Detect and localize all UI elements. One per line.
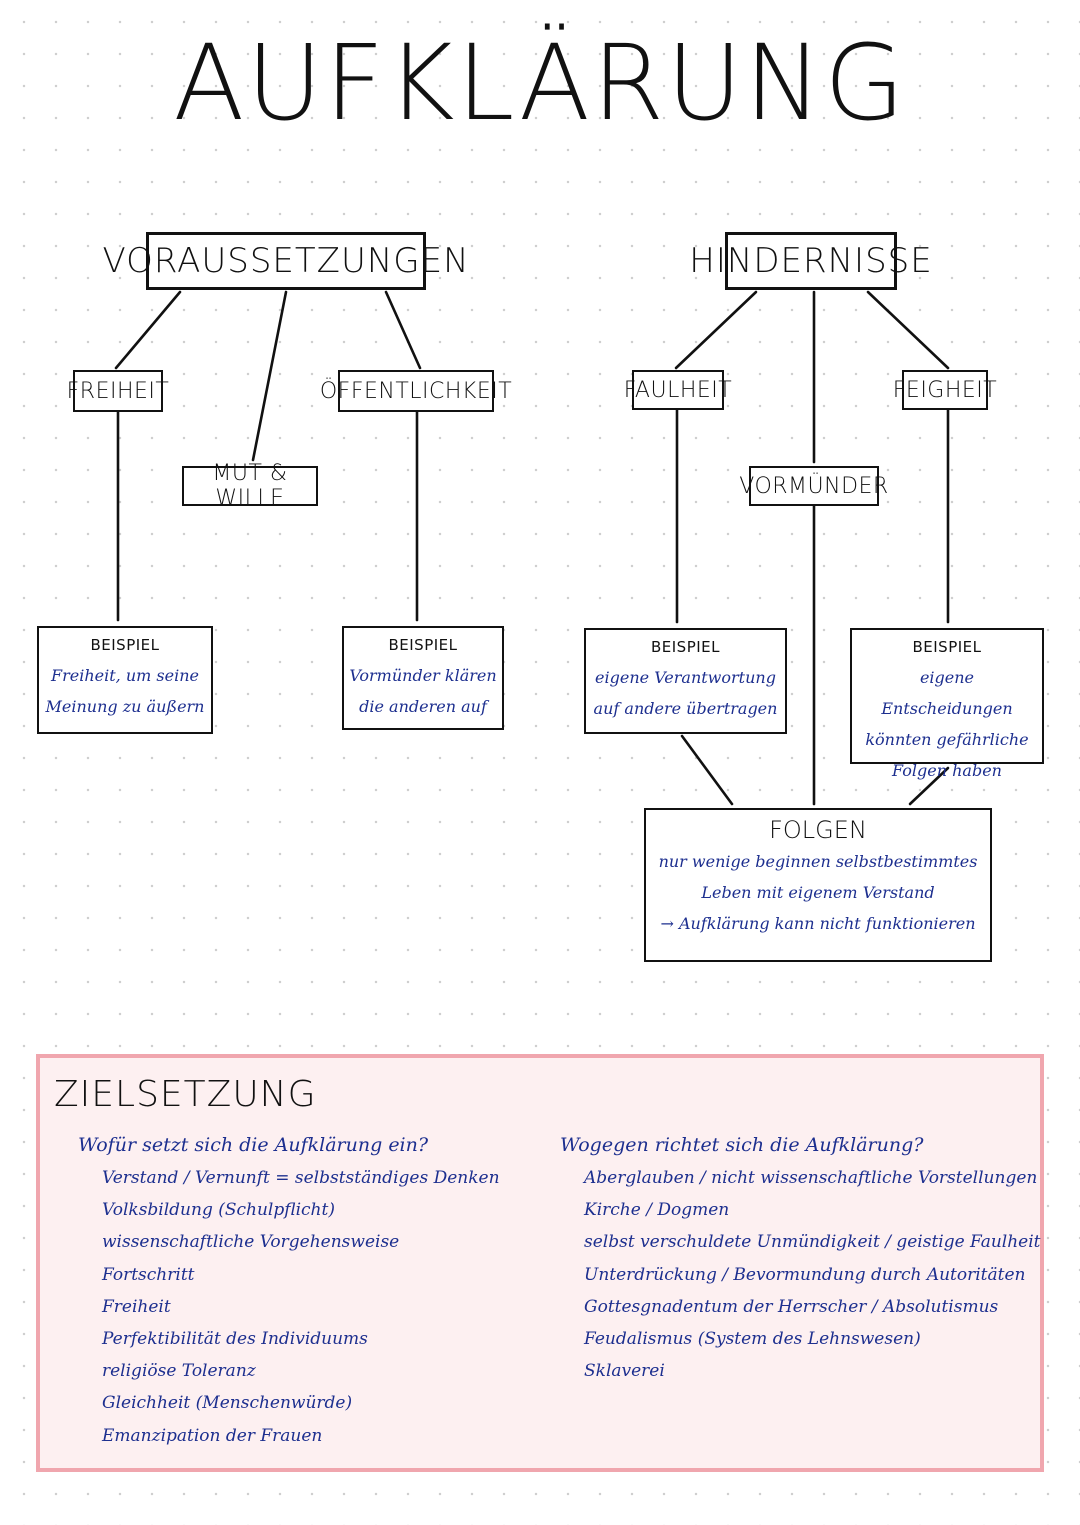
folgen-line: nur wenige beginnen selbstbestimmtes <box>658 852 978 871</box>
oeffentlichkeit-example-box: BEISPIEL Vormünder klären die anderen au… <box>342 626 504 730</box>
list-item: Unterdrückung / Bevormundung durch Autor… <box>584 1264 1026 1285</box>
mut-wille-label: MUT & WILLE <box>212 461 288 511</box>
faulheit-example-head: BEISPIEL <box>650 638 721 656</box>
freiheit-label: FREIHEIT <box>66 378 170 404</box>
oeffentlichkeit-box: ÖFFENTLICHKEIT <box>320 370 512 412</box>
list-item: Emanzipation der Frauen <box>102 1425 323 1446</box>
left-list: Verstand / Vernunft = selbstständiges De… <box>78 1162 500 1452</box>
list-item: wissenschaftliche Vorgehensweise <box>102 1232 400 1253</box>
freiheit-box: FREIHEIT <box>67 370 169 412</box>
vormuender-label: VORMÜNDER <box>739 473 889 499</box>
right-list: Aberglauben / nicht wissenschaftliche Vo… <box>560 1162 1041 1387</box>
line-hin-faulheit <box>674 290 758 370</box>
list-item: Gleichheit (Menschenwürde) <box>102 1393 353 1414</box>
mut-wille-box: MUT & WILLE <box>182 461 318 511</box>
oeffentlichkeit-example-line: Vormünder klären <box>349 666 497 685</box>
zielsetzung-panel: ZIELSETZUNG Wofür setzt sich die Aufklär… <box>36 1054 1044 1472</box>
folgen-box: FOLGEN nur wenige beginnen selbstbestimm… <box>644 808 992 962</box>
freiheit-example-head: BEISPIEL <box>90 636 160 654</box>
list-item: Aberglauben / nicht wissenschaftliche Vo… <box>584 1168 1038 1188</box>
faulheit-box: FAULHEIT <box>624 370 732 410</box>
faulheit-example-line: eigene Verantwortung <box>595 668 776 687</box>
oeffentlichkeit-label: ÖFFENTLICHKEIT <box>319 378 513 404</box>
freiheit-example-line: Freiheit, um seine <box>51 666 199 685</box>
feigheit-example-line: könnten gefährliche <box>865 730 1029 749</box>
zielsetzung-right-column: Wogegen richtet sich die Aufklärung? Abe… <box>560 1134 1041 1387</box>
list-item: Kirche / Dogmen <box>584 1200 730 1221</box>
faulheit-example-line: auf andere übertragen <box>593 699 778 718</box>
freiheit-example-box: BEISPIEL Freiheit, um seine Meinung zu ä… <box>37 626 213 734</box>
oeffentlichkeit-example-head: BEISPIEL <box>388 636 458 654</box>
page-title: AUFKLÄRUNG <box>173 22 907 144</box>
feigheit-example-line: eigene Entscheidungen <box>881 668 1013 718</box>
list-item: Freiheit <box>102 1296 171 1317</box>
oeffentlichkeit-example-line: die anderen auf <box>359 697 487 716</box>
zielsetzung-title: ZIELSETZUNG <box>54 1074 317 1115</box>
feigheit-label: FEIGHEIT <box>892 377 998 403</box>
voraussetzungen-label: VORAUSSETZUNGEN <box>102 241 470 281</box>
folgen-line: Leben mit eigenem Verstand <box>701 883 935 902</box>
freiheit-example-line: Meinung zu äußern <box>45 697 205 716</box>
line-hin-feigheit <box>866 290 950 370</box>
hindernisse-box: HINDERNISSE <box>689 232 932 290</box>
line-faulheit-folgen <box>680 734 734 806</box>
zielsetzung-left-column: Wofür setzt sich die Aufklärung ein? Ver… <box>78 1134 500 1452</box>
list-item: Gottesgnadentum der Herrscher / Absoluti… <box>584 1296 999 1317</box>
faulheit-example-box: BEISPIEL eigene Verantwortung auf andere… <box>584 628 787 734</box>
folgen-head: FOLGEN <box>769 816 867 844</box>
left-question: Wofür setzt sich die Aufklärung ein? <box>78 1134 429 1156</box>
list-item: Verstand / Vernunft = selbstständiges De… <box>102 1168 500 1188</box>
vormuender-box: VORMÜNDER <box>739 466 888 506</box>
list-item: religiöse Toleranz <box>102 1361 256 1382</box>
list-item: Sklaverei <box>584 1361 665 1382</box>
list-item: Perfektibilität des Individuums <box>102 1329 368 1350</box>
voraussetzungen-box: VORAUSSETZUNGEN <box>102 232 469 290</box>
list-item: Volksbildung (Schulpflicht) <box>102 1200 335 1221</box>
faulheit-label: FAULHEIT <box>623 377 733 403</box>
list-item: Feudalismus (System des Lehnswesen) <box>584 1329 921 1350</box>
right-question: Wogegen richtet sich die Aufklärung? <box>560 1134 924 1156</box>
line-vor-oeffentlichkeit <box>384 290 422 370</box>
folgen-line: → Aufklärung kann nicht funktionieren <box>660 914 976 933</box>
line-feigheit-folgen <box>908 766 950 806</box>
feigheit-example-box: BEISPIEL eigene Entscheidungen könnten g… <box>850 628 1044 780</box>
feigheit-example-head: BEISPIEL <box>912 638 982 656</box>
feigheit-example-line: Folgen haben <box>892 761 1002 780</box>
list-item: selbst verschuldete Unmündigkeit / geist… <box>584 1232 1041 1253</box>
line-vor-mut <box>251 290 288 462</box>
hindernisse-label: HINDERNISSE <box>689 241 933 281</box>
line-vor-freiheit <box>114 290 182 370</box>
feigheit-box: FEIGHEIT <box>893 370 997 410</box>
list-item: Fortschritt <box>102 1264 195 1285</box>
